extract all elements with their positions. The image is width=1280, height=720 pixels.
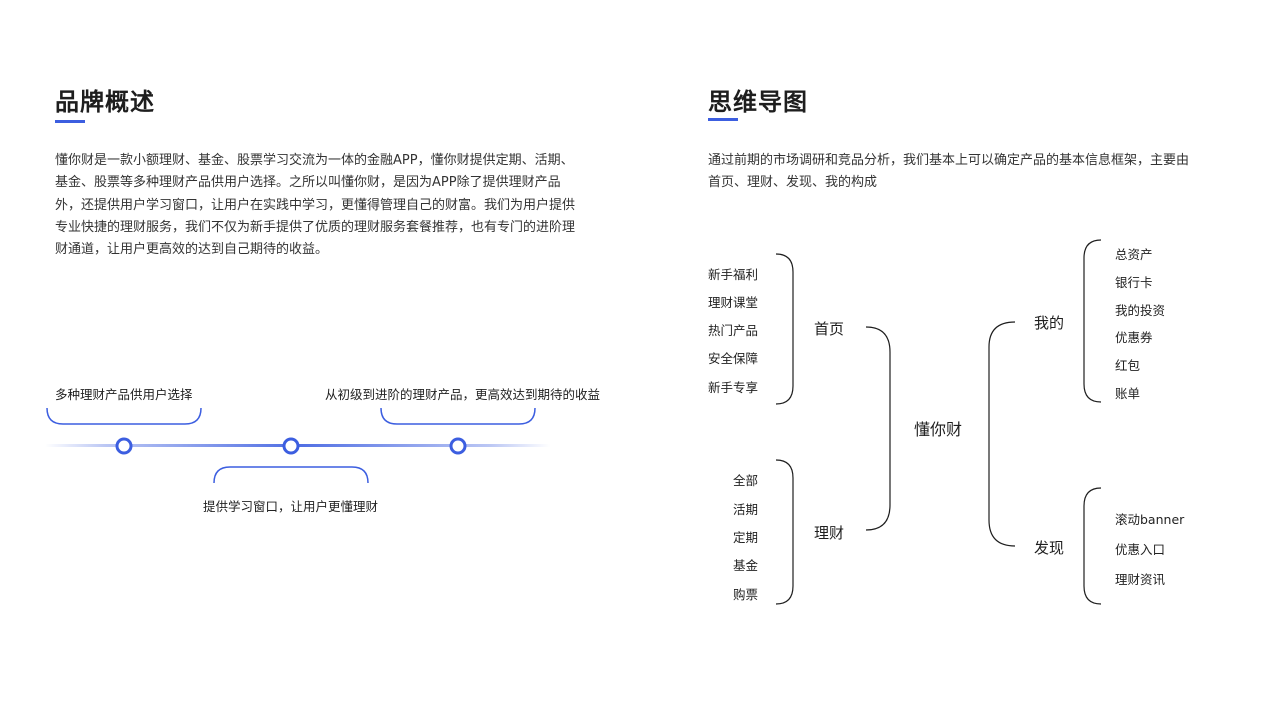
mindmap-intro-line: 首页、理财、发现、我的构成 — [708, 175, 878, 191]
home-item: 理财课堂 — [708, 295, 759, 310]
brand-overview-title: 品牌概述 — [55, 88, 155, 116]
brand-description-line: 基金、股票等多种理财产品供用户选择。之所以叫懂你财，是因为APP除了提供理财产品 — [55, 175, 561, 191]
mindmap-title-underline — [708, 118, 738, 121]
timeline-bracket-3 — [380, 407, 536, 425]
root-node: 懂你财 — [914, 420, 963, 439]
timeline-label-1: 多种理财产品供用户选择 — [55, 387, 193, 402]
brand-description-line: 懂你财是一款小额理财、基金、股票学习交流为一体的金融APP，懂你财提供定期、活期… — [55, 153, 574, 168]
mine-item: 优惠券 — [1115, 330, 1153, 345]
finance-item: 活期 — [733, 502, 759, 517]
home-node: 首页 — [814, 320, 845, 338]
brand-description: 懂你财是一款小额理财、基金、股票学习交流为一体的金融APP，懂你财提供定期、活期… — [55, 150, 615, 261]
mine-item: 账单 — [1115, 386, 1141, 401]
mine-item: 银行卡 — [1115, 275, 1153, 290]
timeline-bracket-1 — [46, 407, 202, 425]
mine-item: 我的投资 — [1115, 303, 1166, 318]
discover-item: 滚动banner — [1115, 512, 1185, 527]
discover-item: 理财资讯 — [1115, 572, 1166, 587]
discover-node: 发现 — [1034, 539, 1065, 557]
home-item: 热门产品 — [708, 323, 759, 338]
brand-description-line: 外，还提供用户学习窗口，让用户在实践中学习，更懂得管理自己的财富。我们为用户提供 — [55, 197, 576, 213]
mindmap-intro: 通过前期的市场调研和竞品分析，我们基本上可以确定产品的基本信息框架，主要由 首页… — [708, 150, 1248, 195]
mine-node: 我的 — [1034, 314, 1065, 332]
mindmap-title: 思维导图 — [708, 88, 808, 116]
timeline-node-3 — [449, 437, 467, 455]
home-item: 新手福利 — [708, 267, 759, 282]
mine-item: 总资产 — [1115, 247, 1153, 262]
finance-bracket — [775, 459, 794, 605]
brand-title-underline — [55, 120, 85, 123]
timeline-node-1 — [115, 437, 133, 455]
timeline-label-2: 提供学习窗口，让用户更懂理财 — [203, 499, 379, 514]
home-bracket — [775, 253, 794, 405]
root-right-bracket — [988, 321, 1016, 547]
discover-item: 优惠入口 — [1115, 542, 1166, 557]
finance-item: 购票 — [733, 587, 759, 602]
mine-item: 红包 — [1115, 358, 1141, 373]
root-left-bracket — [865, 326, 891, 531]
brand-description-line: 专业快捷的理财服务，我们不仅为新手提供了优质的理财服务套餐推荐，也有专门的进阶理 — [55, 219, 576, 235]
mine-bracket — [1083, 239, 1102, 403]
discover-bracket — [1083, 487, 1102, 605]
timeline-bar — [45, 444, 550, 447]
home-item: 新手专享 — [708, 380, 759, 395]
timeline-label-3: 从初级到进阶的理财产品，更高效达到期待的收益 — [325, 387, 601, 402]
finance-item: 定期 — [733, 530, 759, 545]
timeline-bracket-2 — [213, 466, 369, 484]
timeline-node-2 — [282, 437, 300, 455]
home-item: 安全保障 — [708, 351, 759, 366]
finance-item: 全部 — [733, 473, 759, 488]
finance-item: 基金 — [733, 558, 759, 573]
brand-description-line: 财通道，让用户更高效的达到自己期待的收益。 — [55, 242, 329, 258]
finance-node: 理财 — [814, 524, 845, 542]
mindmap-intro-line: 通过前期的市场调研和竞品分析，我们基本上可以确定产品的基本信息框架，主要由 — [708, 153, 1190, 168]
